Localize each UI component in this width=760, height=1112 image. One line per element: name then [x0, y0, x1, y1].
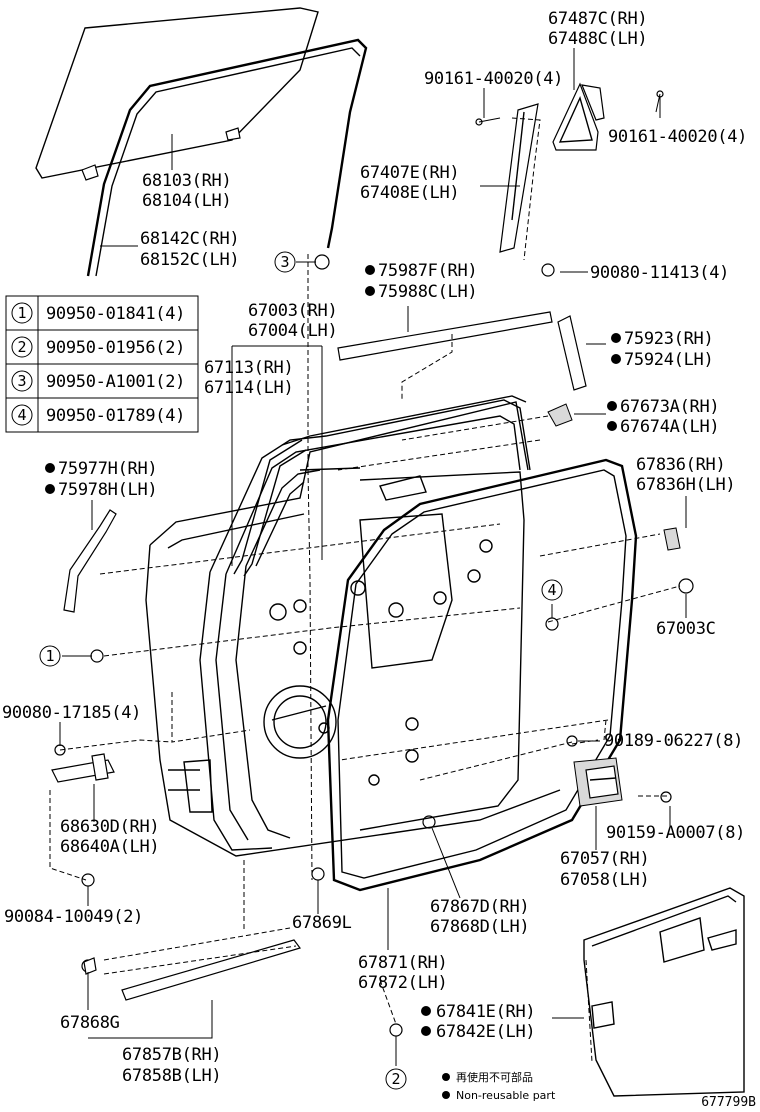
- legend-note-ja: 再使用不可部品: [456, 1070, 533, 1084]
- label-67867D: 67867D(RH): [430, 897, 529, 917]
- clip-67836-drawing: [663, 527, 681, 551]
- label-67857B: 67857B(RH): [122, 1045, 221, 1065]
- label-75923: 75923(RH): [624, 329, 713, 349]
- svg-text:4: 4: [547, 581, 556, 599]
- table-row-number: 4: [17, 406, 26, 424]
- locator-lines: [49, 254, 681, 1025]
- circle-ref-1: 1: [39, 645, 61, 667]
- fastener-table: 1 90950-01841(4) 2 90950-01956(2) 3 9095…: [5, 295, 199, 433]
- label-67113: 67113(RH): [204, 358, 293, 378]
- label-67674A: 67674A(LH): [620, 417, 719, 437]
- label-67488C: 67488C(LH): [548, 29, 647, 49]
- table-row: 2 90950-01956(2): [11, 336, 185, 358]
- glass-run-drawing: [86, 38, 368, 277]
- label-90080-17185: 90080-17185(4): [2, 703, 141, 723]
- label-67003: 67003(RH): [248, 301, 337, 321]
- table-row: 1 90950-01841(4): [11, 302, 185, 324]
- svg-text:1: 1: [45, 647, 54, 665]
- non-reusable-markers: [45, 265, 621, 1036]
- label-90159-A0007: 90159-A0007(8): [606, 823, 745, 843]
- garnish-drawing: [557, 315, 587, 391]
- table-row-part: 90950-01956(2): [46, 338, 185, 358]
- svg-text:2: 2: [391, 1070, 400, 1088]
- door-panel-drawing: [145, 395, 561, 857]
- clip-drawing: [547, 403, 573, 427]
- label-67872: 67872(LH): [358, 973, 447, 993]
- label-67057: 67057(RH): [560, 849, 649, 869]
- inner-run-drawing: [233, 439, 307, 577]
- division-bar-drawing: [499, 103, 541, 261]
- door-check-drawing: [51, 753, 115, 783]
- callout-labels: 67487C(RH) 67488C(LH) 90161-40020(4) 901…: [2, 9, 747, 1086]
- table-row-number: 2: [17, 338, 26, 356]
- label-67407E: 67407E(RH): [360, 163, 459, 183]
- weatherstrip-drawing: [326, 458, 638, 892]
- table-row-part: 90950-A1001(2): [46, 372, 185, 392]
- label-75977H: 75977H(RH): [58, 459, 157, 479]
- table-row-part: 90950-01789(4): [46, 406, 185, 426]
- table-row: 3 90950-A1001(2): [11, 370, 185, 392]
- label-67836: 67836(RH): [636, 455, 725, 475]
- label-90084-10049: 90084-10049(2): [4, 907, 143, 927]
- label-68103: 68103(RH): [142, 171, 231, 191]
- legend-note-en: Non-reusable part: [456, 1089, 556, 1102]
- label-75978H: 75978H(LH): [58, 480, 157, 500]
- label-75924: 75924(LH): [624, 350, 713, 370]
- circle-ref-2: 2: [385, 1068, 407, 1090]
- circle-ref-3: 3: [274, 251, 296, 273]
- label-68152C: 68152C(LH): [140, 250, 239, 270]
- label-67408E: 67408E(LH): [360, 183, 459, 203]
- label-67836H: 67836H(LH): [636, 475, 735, 495]
- label-67868D: 67868D(LH): [430, 917, 529, 937]
- label-68630D: 68630D(RH): [60, 817, 159, 837]
- table-row-number: 3: [17, 372, 26, 390]
- belt-moulding-drawing: [337, 311, 553, 400]
- quarter-frame-drawing: [552, 82, 605, 151]
- label-67871: 67871(RH): [358, 953, 447, 973]
- label-90161-40020-b: 90161-40020(4): [608, 127, 747, 147]
- svg-text:3: 3: [280, 253, 289, 271]
- door-inner-drawing: [168, 399, 531, 851]
- label-67841E: 67841E(RH): [436, 1002, 535, 1022]
- legend-note: 再使用不可部品 Non-reusable part: [442, 1070, 556, 1102]
- trim-board-drawing: [583, 887, 745, 1097]
- label-90189-06227: 90189-06227(8): [604, 731, 743, 751]
- label-75987F: 75987F(RH): [378, 261, 477, 281]
- label-67842E: 67842E(LH): [436, 1022, 535, 1042]
- label-67487C: 67487C(RH): [548, 9, 647, 29]
- label-67003C: 67003C: [656, 619, 716, 639]
- table-row-part: 90950-01841(4): [46, 304, 185, 324]
- circle-ref-4: 4: [541, 579, 563, 601]
- lock-drawing: [573, 757, 623, 807]
- label-67058: 67058(LH): [560, 870, 649, 890]
- outer-moulding-drawing: [63, 509, 117, 613]
- label-67869L: 67869L: [292, 913, 352, 933]
- label-67868G: 67868G: [60, 1013, 120, 1033]
- label-67004: 67004(LH): [248, 321, 337, 341]
- diagram-id: 677799B: [701, 1095, 756, 1110]
- label-67673A: 67673A(RH): [620, 397, 719, 417]
- door-glass-drawing: [35, 7, 319, 181]
- label-68104: 68104(LH): [142, 191, 231, 211]
- label-67114: 67114(LH): [204, 378, 293, 398]
- label-75988C: 75988C(LH): [378, 282, 477, 302]
- label-68142C: 68142C(RH): [140, 229, 239, 249]
- rocker-moulding-drawing: [83, 927, 301, 1001]
- leader-lines: [59, 48, 687, 1066]
- table-row-number: 1: [17, 304, 26, 322]
- label-68640A: 68640A(LH): [60, 837, 159, 857]
- label-67858B: 67858B(LH): [122, 1066, 221, 1086]
- label-90080-11413: 90080-11413(4): [590, 263, 729, 283]
- table-row: 4 90950-01789(4): [11, 404, 185, 426]
- label-90161-40020-a: 90161-40020(4): [424, 69, 563, 89]
